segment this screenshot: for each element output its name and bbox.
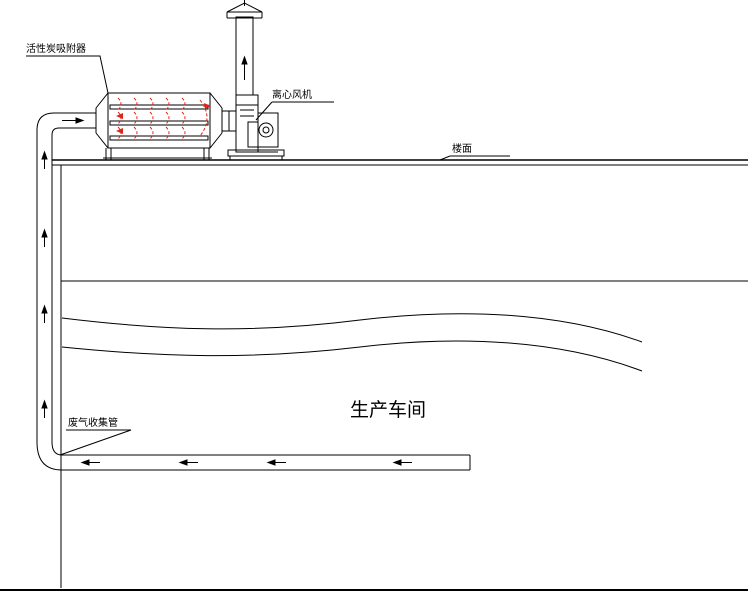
floor-slab (51, 159, 748, 166)
airflow-arrows (116, 103, 211, 134)
carbon-adsorber (95, 92, 223, 160)
break-line-lower (61, 340, 643, 372)
label-fan: 离心风机 (272, 88, 312, 101)
collector-arrows (80, 459, 412, 466)
vertical-duct-arrows (41, 150, 48, 418)
label-floor: 楼面 (452, 142, 472, 155)
airflow-indicators (117, 97, 208, 140)
break-line-upper (61, 313, 643, 343)
exhaust-stack (226, 2, 263, 96)
label-collector: 废气收集管 (68, 416, 118, 429)
inlet-arrow (62, 117, 85, 124)
label-workshop: 生产车间 (350, 399, 426, 421)
centrifugal-fan (227, 94, 285, 160)
stack-arrows (241, 0, 248, 65)
vertical-duct (36, 108, 471, 471)
fan-connector (221, 110, 237, 132)
leader-lines (26, 55, 510, 456)
label-adsorber: 活性炭吸附器 (26, 42, 86, 55)
